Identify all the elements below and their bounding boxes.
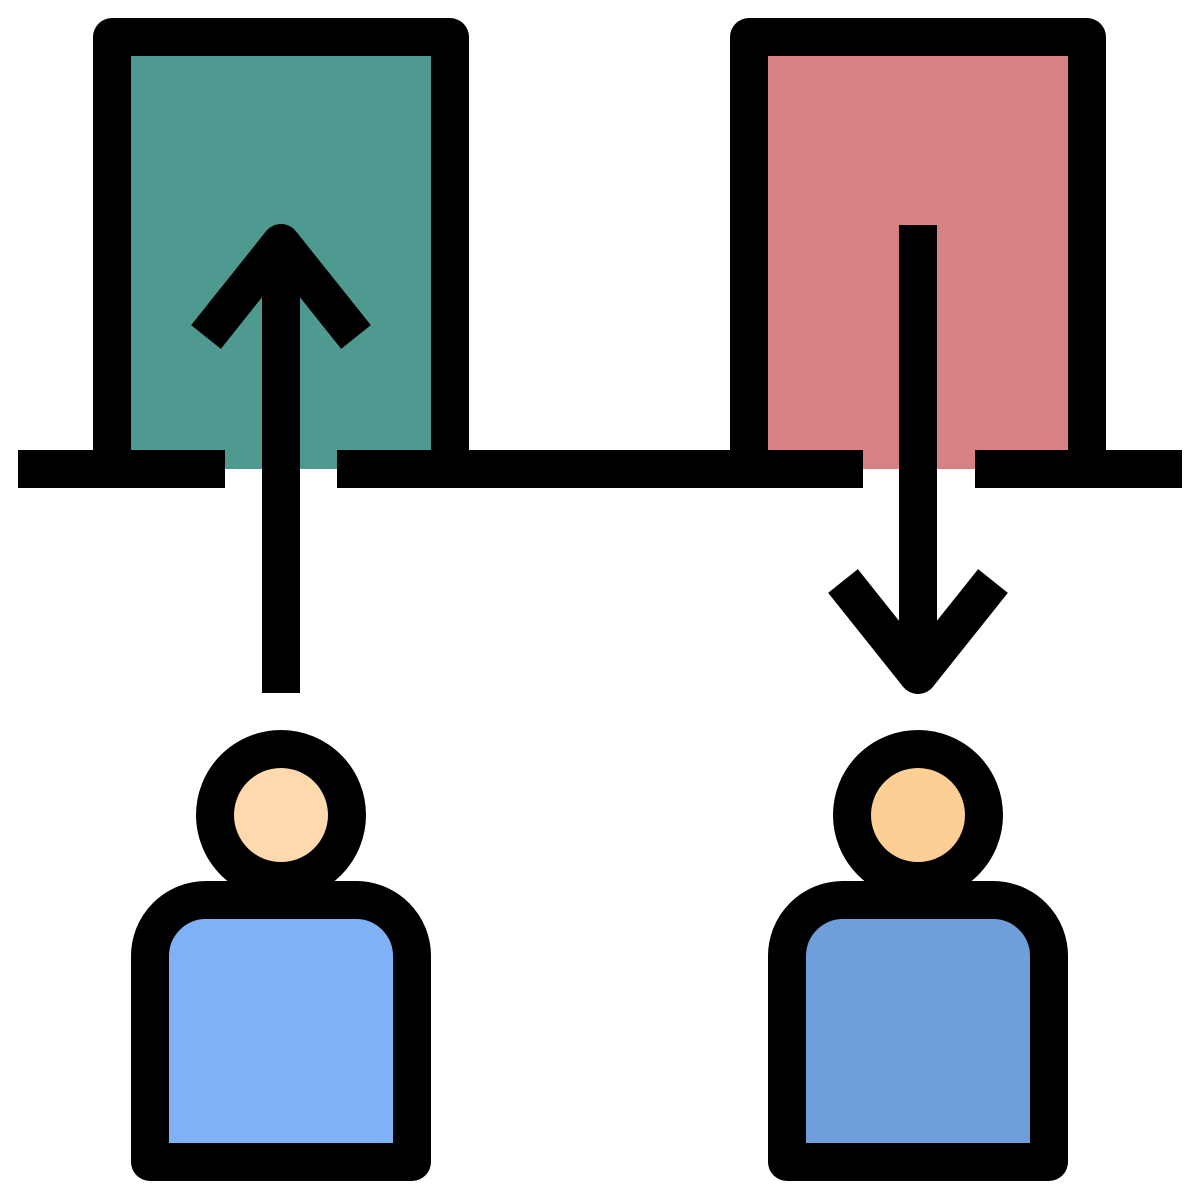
arrow-down-icon — [828, 225, 1008, 694]
person-right-icon — [768, 730, 1068, 1181]
exit-door-frame — [730, 18, 1106, 469]
arrow-up-head — [191, 224, 371, 349]
person-left-head — [196, 730, 366, 900]
person-right-body — [768, 881, 1068, 1181]
person-left-body — [131, 881, 431, 1181]
entry-door-frame — [93, 18, 469, 469]
arrow-up-icon — [191, 224, 371, 693]
person-left-icon — [131, 730, 431, 1181]
person-right-head — [833, 730, 1003, 900]
arrow-down-head — [828, 569, 1008, 694]
